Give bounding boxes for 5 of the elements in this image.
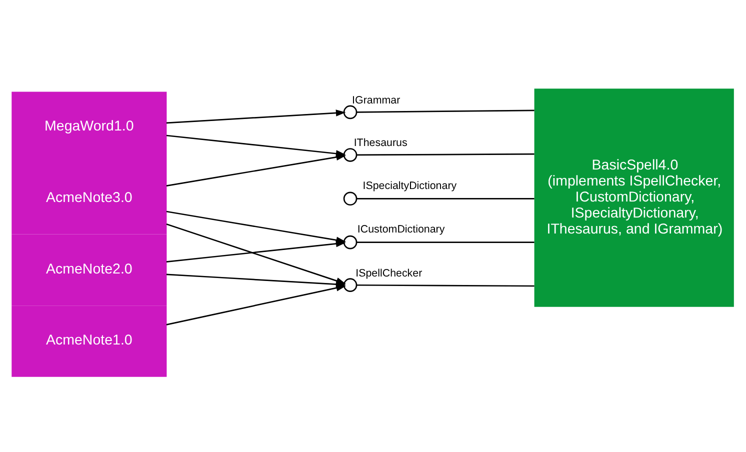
node-label: IThesaurus xyxy=(354,136,408,149)
node-label: ICustomDictionary xyxy=(357,223,445,236)
node-label: IGrammar xyxy=(352,94,400,106)
node-label: ISpellChecker xyxy=(356,266,422,279)
node-label: ISpecialtyDictionary xyxy=(362,179,457,192)
